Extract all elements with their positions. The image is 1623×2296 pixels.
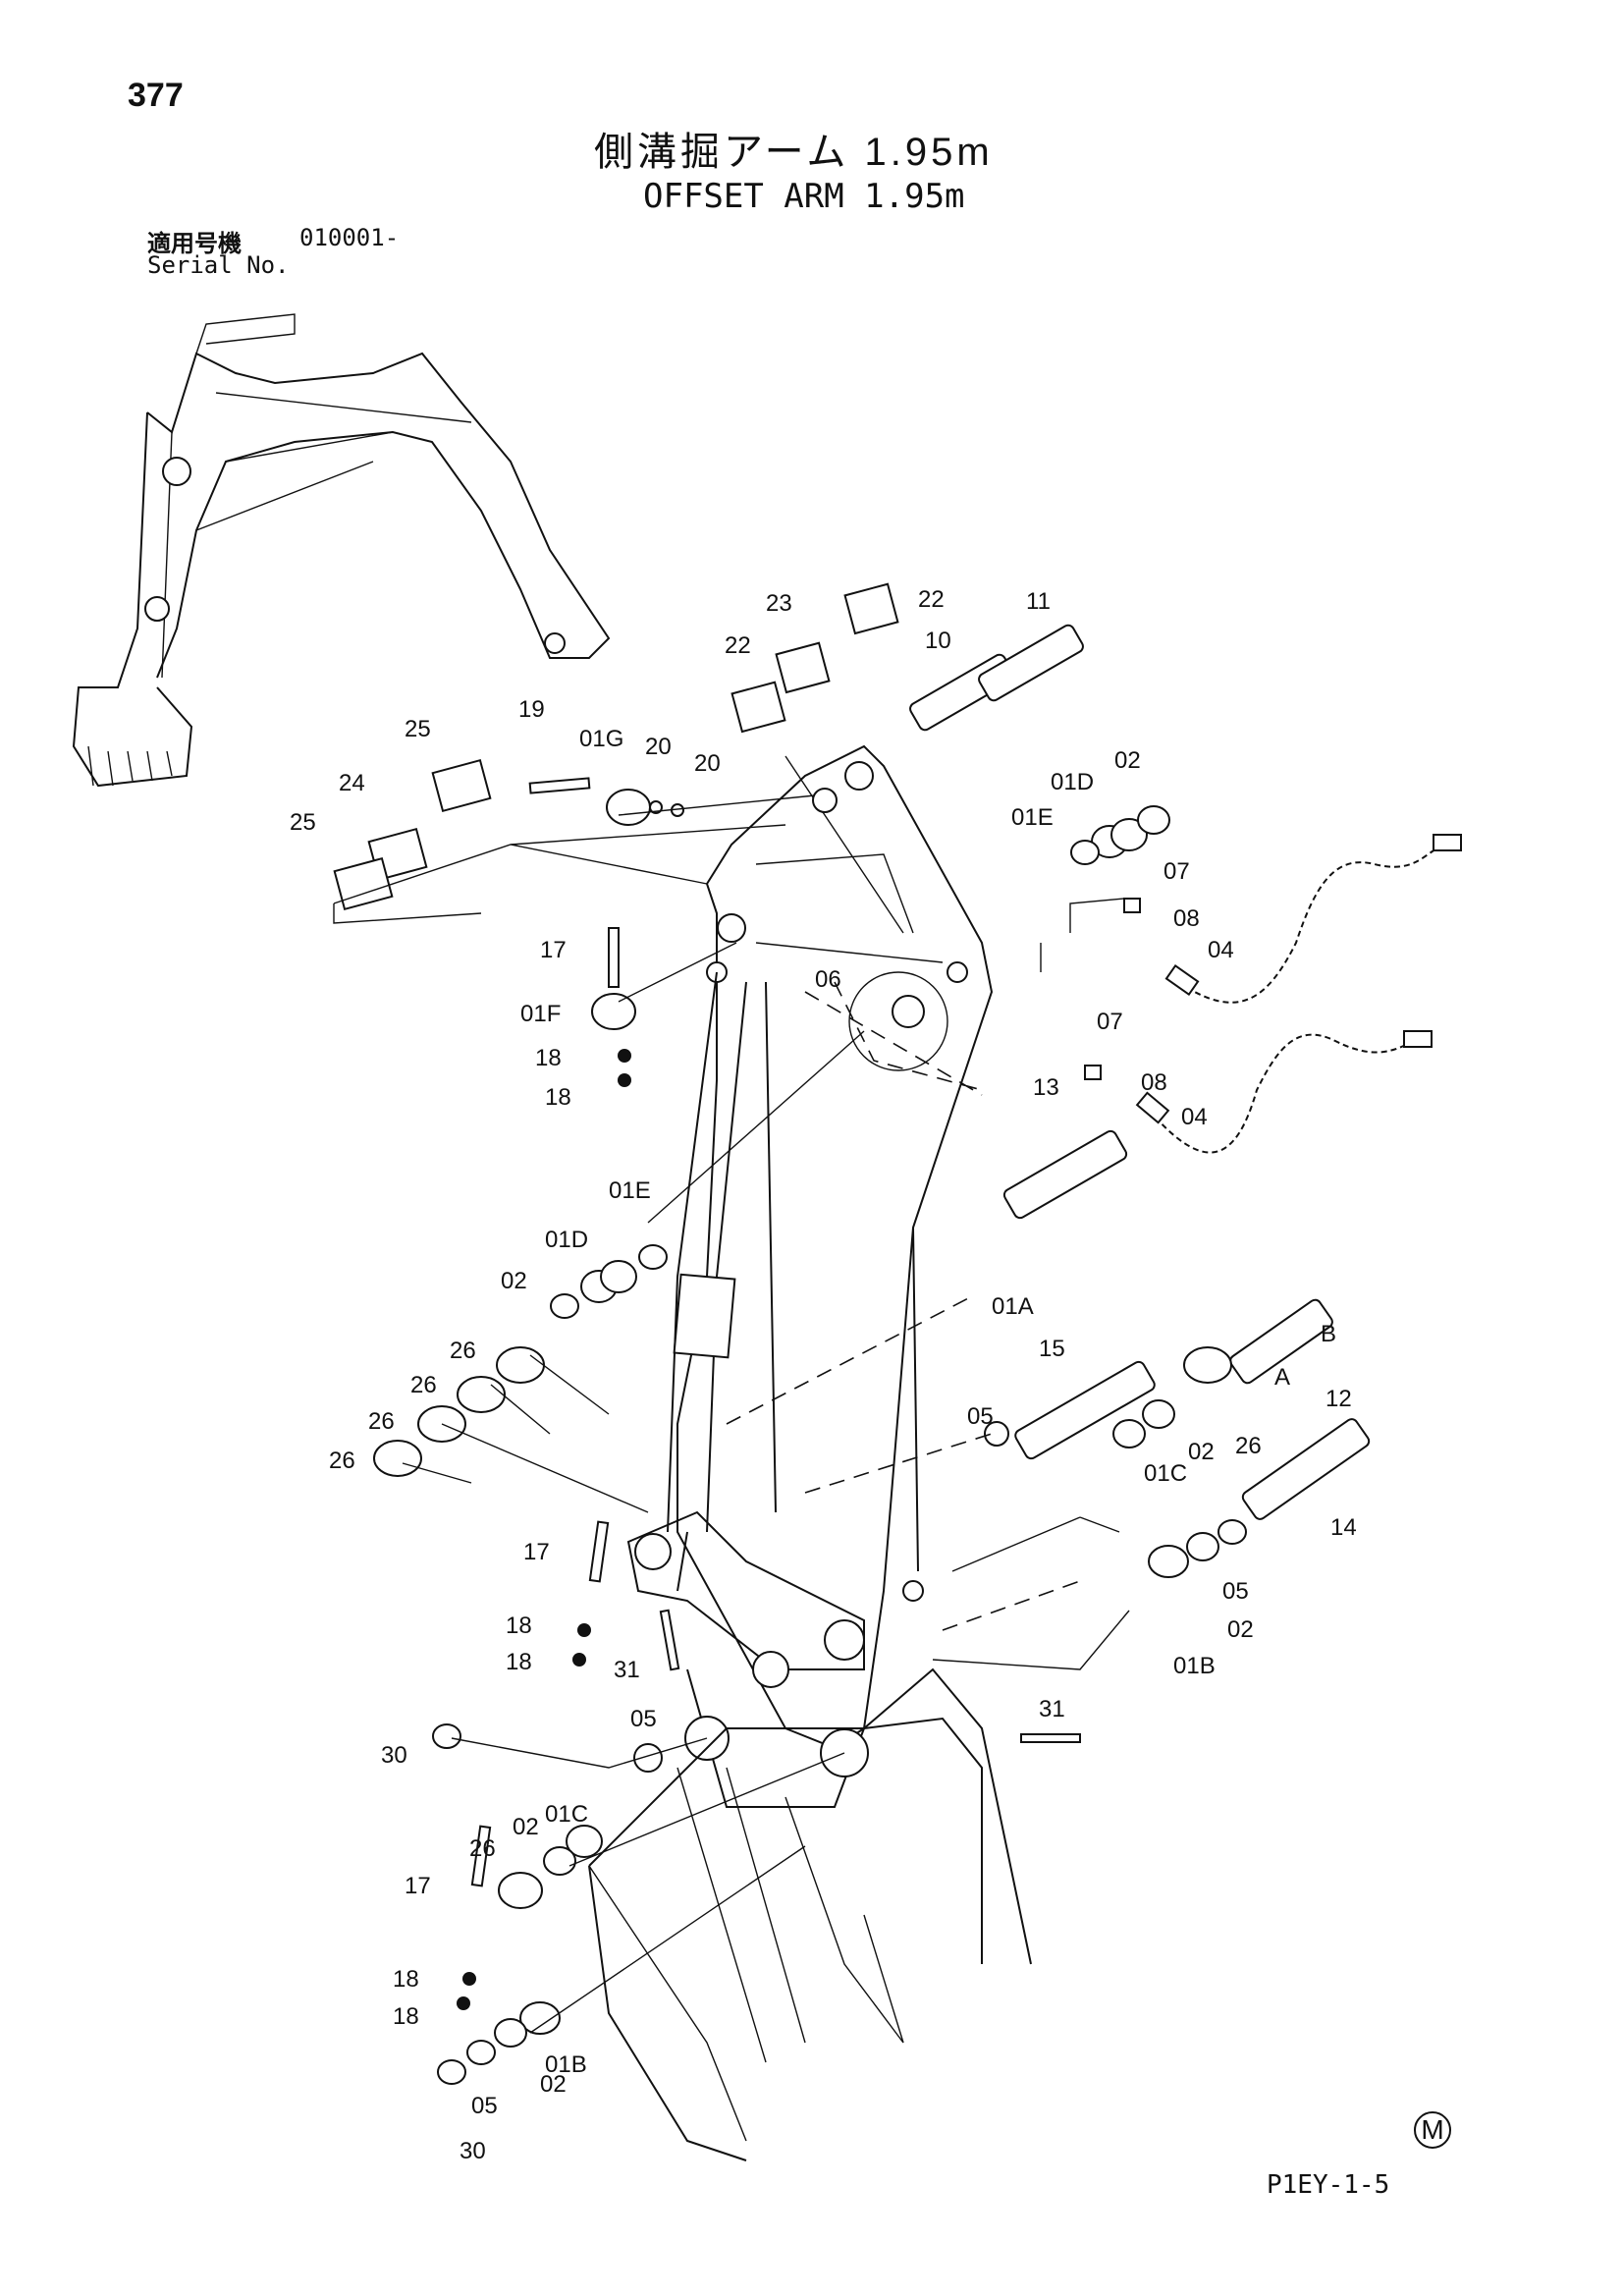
callout-05-b: 05 — [1222, 1578, 1249, 1605]
callout-02-f: 02 — [540, 2071, 567, 2098]
bolt-19 — [528, 777, 591, 794]
callout-12-B: B — [1321, 1321, 1336, 1347]
hoses — [1084, 834, 1462, 1154]
callout-02-c: 02 — [1188, 1439, 1215, 1465]
callout-31-a: 31 — [614, 1657, 640, 1683]
bolt-17-low — [470, 1825, 492, 1887]
callout-30-b: 30 — [460, 2138, 486, 2164]
callout-01A: 01A — [992, 1293, 1034, 1320]
page-number: 377 — [128, 77, 184, 114]
callout-22-b: 22 — [918, 586, 945, 613]
callout-19: 19 — [518, 696, 545, 723]
callout-12: 12 — [1325, 1386, 1352, 1412]
callout-02-d: 02 — [1227, 1616, 1254, 1643]
pin-31-right — [1020, 1733, 1081, 1743]
callout-11: 11 — [1026, 588, 1051, 615]
callout-07-b: 07 — [1097, 1009, 1123, 1035]
bolt-17-top — [608, 927, 620, 988]
callout-18-c: 18 — [506, 1613, 532, 1639]
link-assembly — [588, 1510, 1032, 2161]
callout-18-b: 18 — [545, 1084, 571, 1111]
callout-01G: 01G — [579, 726, 623, 752]
pin-14 — [1241, 1418, 1371, 1520]
shims — [333, 582, 899, 911]
callout-labels: 01A 01B 01B 01C 01C 01D 01D 01E 01E 01F … — [290, 586, 1357, 2164]
callout-26-b: 26 — [410, 1372, 437, 1398]
title-english: OFFSET ARM 1.95m — [643, 177, 965, 216]
callout-26-d: 26 — [329, 1448, 355, 1474]
callout-12-A: A — [1274, 1364, 1290, 1391]
pins — [470, 624, 1371, 1887]
callout-10: 10 — [925, 628, 951, 654]
callout-20-b: 20 — [694, 750, 721, 777]
callout-05-d: 05 — [471, 2093, 498, 2119]
callout-22-a: 22 — [725, 632, 751, 659]
cylinder — [667, 971, 747, 1592]
callout-01F: 01F — [520, 1001, 561, 1027]
leader-lines — [333, 794, 1130, 2034]
callout-07-a: 07 — [1163, 858, 1190, 885]
excavator-thumbnail — [72, 313, 611, 788]
callout-01C-left: 01C — [545, 1801, 588, 1828]
pin-12 — [1229, 1298, 1333, 1385]
title-japanese: 側溝掘アーム 1.95m — [594, 131, 994, 174]
callout-18-a: 18 — [535, 1045, 562, 1071]
callout-17-b: 17 — [523, 1539, 550, 1565]
callout-13: 13 — [1033, 1074, 1059, 1101]
callout-31-b: 31 — [1039, 1696, 1065, 1722]
callout-01B-right: 01B — [1173, 1653, 1216, 1679]
callout-02-b: 02 — [501, 1268, 527, 1294]
callout-05-c: 05 — [630, 1706, 657, 1732]
callout-25-b: 25 — [290, 809, 316, 836]
pin-15 — [1014, 1360, 1156, 1460]
serial-label-english: Serial No. — [147, 251, 290, 279]
callout-04-a: 04 — [1208, 937, 1234, 963]
bushings-seals — [373, 789, 1247, 2085]
callout-23: 23 — [766, 590, 792, 617]
callout-17-a: 17 — [540, 937, 567, 963]
pin-13 — [1002, 1129, 1128, 1220]
pin-31-left — [659, 1609, 680, 1671]
callout-01C-right: 01C — [1144, 1460, 1187, 1487]
callout-08-b: 08 — [1141, 1069, 1167, 1096]
callout-18-e: 18 — [393, 1966, 419, 1993]
callout-20-a: 20 — [645, 734, 672, 760]
pin-11 — [978, 624, 1084, 702]
callout-26-c: 26 — [368, 1408, 395, 1435]
catalog-marker: M — [1414, 2111, 1451, 2149]
callout-06: 06 — [815, 966, 841, 993]
callout-24: 24 — [339, 770, 365, 796]
callout-26-e: 26 — [1235, 1433, 1262, 1459]
callout-18-d: 18 — [506, 1649, 532, 1675]
callout-25-a: 25 — [405, 716, 431, 742]
callout-26-a: 26 — [450, 1338, 476, 1364]
callout-14: 14 — [1330, 1514, 1357, 1541]
callout-08-a: 08 — [1173, 905, 1200, 932]
callout-05-a: 05 — [967, 1403, 994, 1430]
callout-01E-mid: 01E — [609, 1177, 651, 1204]
callout-30-a: 30 — [381, 1742, 407, 1769]
callout-02-a: 02 — [1114, 747, 1141, 774]
offset-arm-body — [676, 744, 994, 1750]
callout-15: 15 — [1039, 1336, 1065, 1362]
callout-02-e: 02 — [513, 1814, 539, 1840]
callout-18-f: 18 — [393, 2003, 419, 2030]
bolt-17-mid — [588, 1520, 610, 1583]
callout-01D-mid: 01D — [545, 1227, 588, 1253]
callout-01D-top: 01D — [1051, 769, 1094, 795]
callout-17-c: 17 — [405, 1873, 431, 1899]
callout-04-b: 04 — [1181, 1104, 1208, 1130]
serial-label-japanese: 適用号機 — [147, 231, 242, 257]
callout-01B-left: 01B — [545, 2051, 587, 2078]
callout-01E-top: 01E — [1011, 804, 1054, 831]
callout-26-f: 26 — [469, 1835, 496, 1862]
drawing-code: P1EY-1-5 — [1267, 2170, 1390, 2200]
serial-value: 010001- — [299, 224, 400, 251]
